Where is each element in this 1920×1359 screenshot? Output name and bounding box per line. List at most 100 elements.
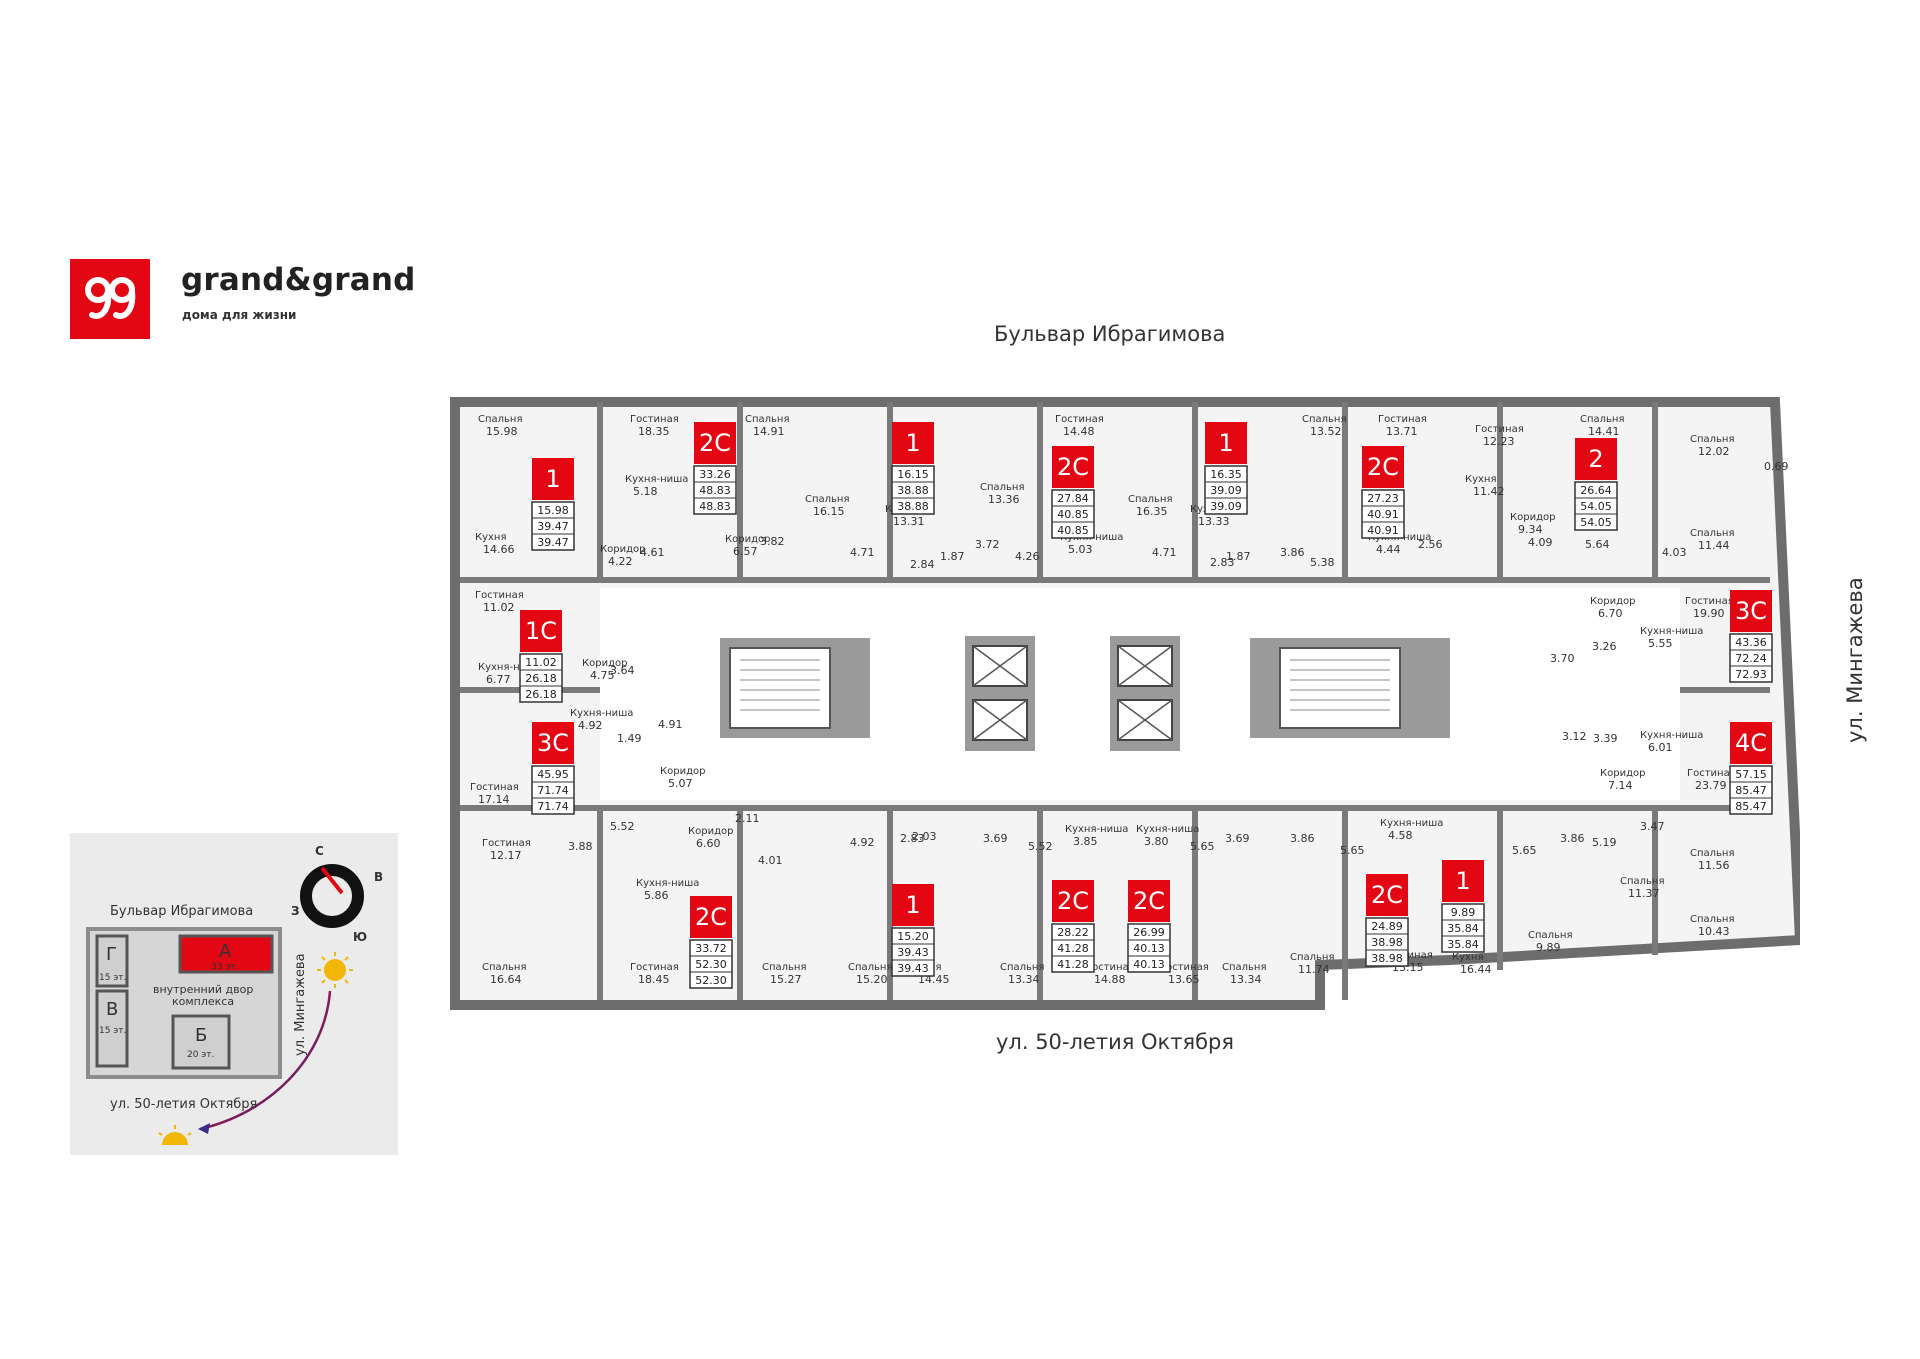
room-name: Гостиная: [482, 838, 531, 849]
small-room-area: 3.70: [1550, 652, 1575, 665]
room-area: 6.01: [1648, 741, 1673, 754]
apartment-type: 2С: [1057, 453, 1089, 481]
apartment-area: 33.72: [695, 942, 727, 955]
apartment-area: 38.88: [897, 484, 929, 497]
building-g-letter: Г: [106, 944, 117, 965]
room-area: 10.43: [1698, 925, 1730, 938]
small-room-area: 1.87: [1226, 550, 1251, 563]
room-name: Гостиная: [470, 782, 519, 793]
apartment-type: 2С: [1371, 881, 1403, 909]
small-room-area: 1.87: [940, 550, 965, 563]
apartment-area: 85.47: [1735, 784, 1767, 797]
building-b: [171, 1014, 231, 1070]
room-name: Гостиная: [1687, 768, 1736, 779]
room-name: Гостиная: [630, 962, 679, 973]
apartment-area: 24.89: [1371, 920, 1403, 933]
apartment-area: 15.98: [537, 504, 569, 517]
brand-tagline: дома для жизни: [182, 308, 297, 322]
room-name: Гостиная: [475, 590, 524, 601]
apartment-type: 3С: [1735, 597, 1767, 625]
room-area: 17.14: [478, 793, 510, 806]
small-room-area: 5.65: [1512, 844, 1537, 857]
apartment-area: 54.05: [1580, 500, 1612, 513]
room-area: 11.02: [483, 601, 515, 614]
building-v: [95, 989, 129, 1068]
apartment-area: 39.47: [537, 536, 569, 549]
small-room-area: 4.71: [1152, 546, 1177, 559]
room-area: 15.20: [856, 973, 888, 986]
apartment-area: 38.88: [897, 500, 929, 513]
room-name: Кухня-ниша: [1380, 818, 1443, 829]
apartment-area: 27.23: [1367, 492, 1399, 505]
room-name: Спальня: [1690, 528, 1735, 539]
room-area: 14.88: [1094, 973, 1126, 986]
room-name: Гостиная: [1475, 424, 1524, 435]
small-room-area: 4.71: [850, 546, 875, 559]
small-room-area: 2.83: [900, 832, 925, 845]
room-name: Спальня: [482, 962, 527, 973]
apartment-type: 2С: [1367, 453, 1399, 481]
room-name: Спальня: [848, 962, 893, 973]
room-name: Гостиная: [1160, 962, 1209, 973]
room-area: 18.45: [638, 973, 670, 986]
room-area: 7.14: [1608, 779, 1633, 792]
room-name: Кухня-ниша: [1136, 824, 1199, 835]
small-room-area: 3.39: [1593, 732, 1618, 745]
building-g: [95, 934, 129, 988]
room-name: Гостиная: [1378, 414, 1427, 425]
building-b-floors: 20 эт.: [187, 1050, 214, 1060]
room-area: 6.57: [733, 545, 758, 558]
room-name: Спальня: [762, 962, 807, 973]
small-room-area: 3.82: [760, 535, 785, 548]
apartment-area: 57.15: [1735, 768, 1767, 781]
apartment-area: 40.91: [1367, 524, 1399, 537]
apartment-area: 71.74: [537, 800, 569, 813]
room-area: 9.34: [1518, 523, 1543, 536]
mini-street-top: Бульвар Ибрагимова: [110, 904, 253, 919]
room-area: 3.85: [1073, 835, 1098, 848]
room-name: Кухня-ниша: [1640, 626, 1703, 637]
apartment-type: 1: [545, 465, 560, 493]
mini-courtyard-line2: комплекса: [172, 995, 234, 1008]
room-area: 5.07: [668, 777, 693, 790]
room-name: Коридор: [725, 534, 770, 545]
small-room-area: 4.09: [1528, 536, 1553, 549]
small-room-area: 3.64: [610, 664, 635, 677]
building-g-floors: 15 эт.: [99, 973, 126, 983]
small-room-area: 3.86: [1290, 832, 1315, 845]
room-name: Спальня: [1290, 952, 1335, 963]
room-name: Спальня: [980, 482, 1025, 493]
small-room-area: 5.52: [610, 820, 635, 833]
room-name: Коридор: [600, 544, 645, 555]
room-area: 13.52: [1310, 425, 1342, 438]
small-room-area: 5.19: [1592, 836, 1617, 849]
room-name: Спальня: [1302, 414, 1347, 425]
mini-map-drawing: С В Ю З Бульвар Ибрагимова А 33 эт. Г 15…: [86, 844, 383, 1145]
small-room-area: 5.65: [1340, 844, 1365, 857]
room-name: Коридор: [1590, 596, 1635, 607]
mini-courtyard-line1: внутренний двор: [153, 983, 253, 996]
apartment-area: 54.05: [1580, 516, 1612, 529]
apartment-area: 40.13: [1133, 958, 1165, 971]
room-name: Кухня: [1452, 952, 1484, 963]
room-name: Кухня: [475, 532, 507, 543]
brand-logo: [70, 259, 150, 339]
apartment-area: 26.18: [525, 672, 557, 685]
